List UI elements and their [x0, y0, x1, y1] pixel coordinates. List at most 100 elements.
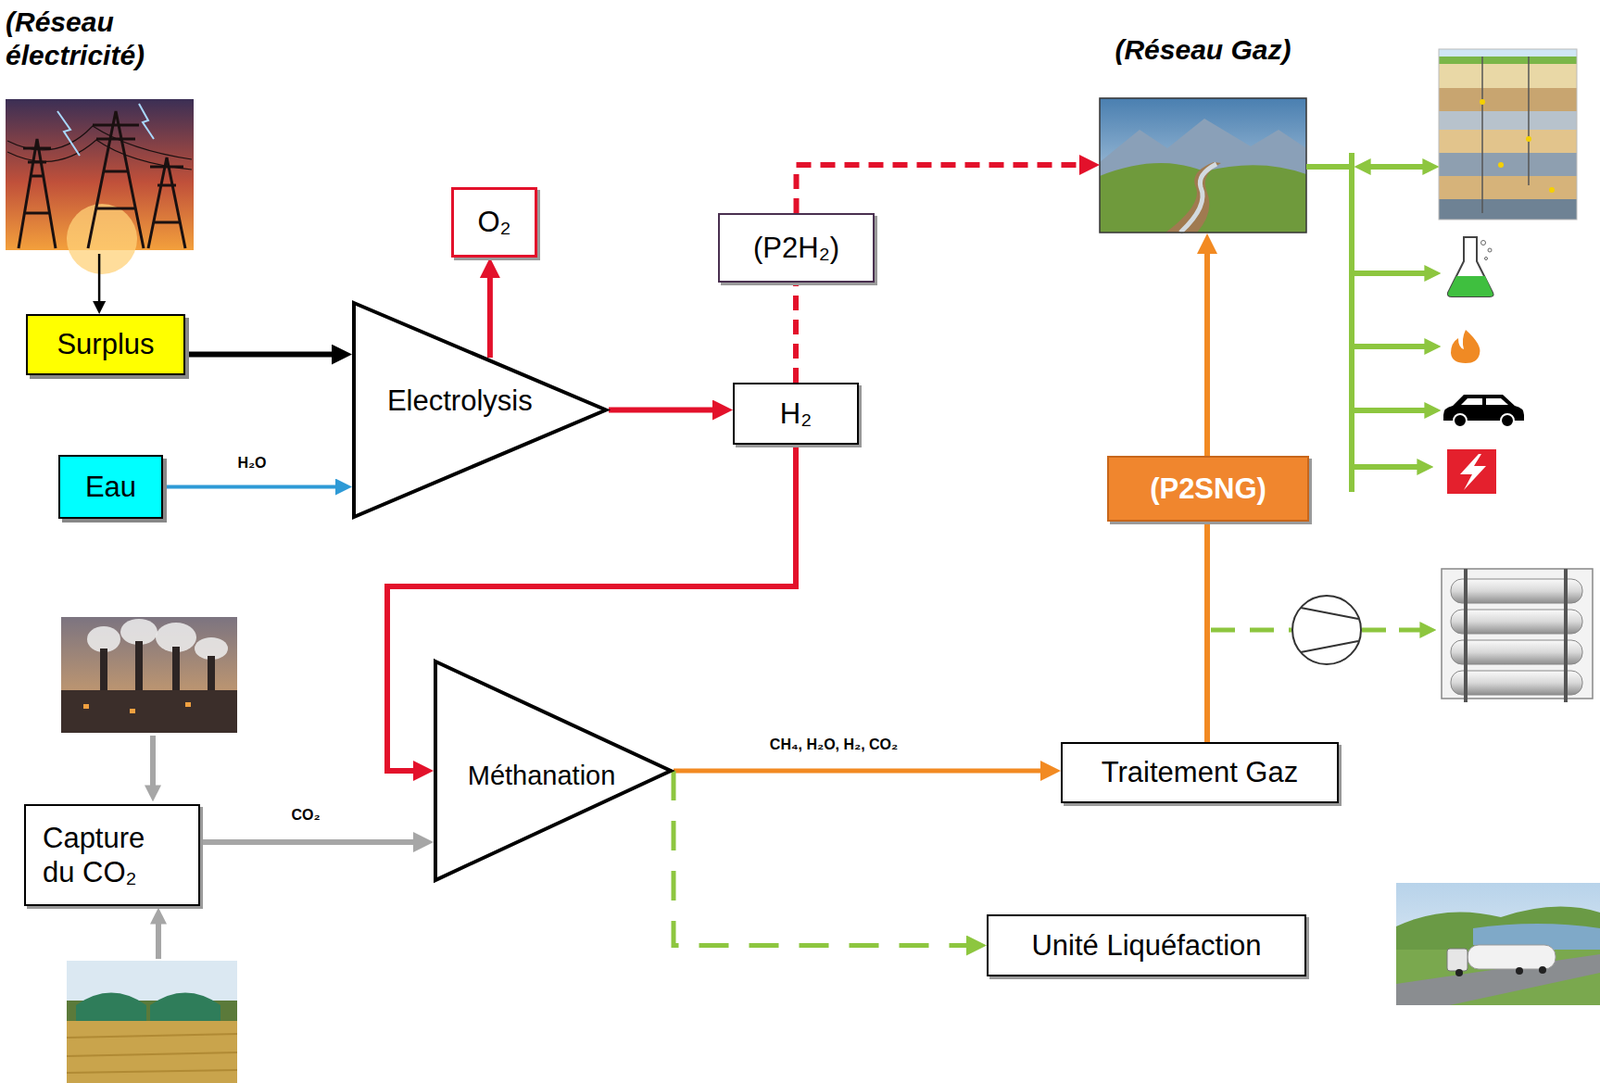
flow-connector	[1204, 521, 1210, 743]
node-label: H₂	[780, 396, 812, 431]
chemistry-flask-icon	[1487, 248, 1492, 252]
process-triangle: Méthanation	[433, 659, 674, 882]
underground-storage-figure	[1438, 176, 1577, 200]
distribution-lines	[1306, 152, 1428, 492]
distribution-lines	[1351, 407, 1428, 414]
co2-source-arrows	[155, 920, 162, 959]
underground-storage-figure	[1438, 129, 1577, 153]
node-label: (P2SNG)	[1149, 471, 1267, 506]
gas-cylinders-photo	[1441, 568, 1593, 703]
flame-icon	[1450, 329, 1480, 364]
node-label: Electrolysis	[387, 384, 533, 419]
tanker-truck-photo	[1467, 944, 1556, 970]
gas-cylinders-photo	[1450, 670, 1583, 695]
underground-storage-figure	[1438, 111, 1577, 130]
input-box: Surplus	[25, 314, 186, 376]
flow-connector	[487, 274, 493, 359]
car-icon	[1453, 414, 1467, 428]
gas-network-photo	[1099, 98, 1307, 233]
gas-network-photo	[1165, 162, 1222, 233]
electricity-icon	[1447, 449, 1497, 494]
underground-storage-figure	[1498, 162, 1504, 168]
chemistry-flask-icon	[1448, 237, 1494, 297]
underground-storage-figure	[1438, 199, 1577, 220]
factory-photo	[120, 618, 158, 645]
process-box: Unité Liquéfaction	[986, 914, 1307, 977]
car-icon	[1461, 398, 1483, 405]
tanker-truck-photo	[1396, 882, 1600, 1006]
network-heading: (Réseau électricité)	[5, 5, 196, 252]
node-label: Méthanation	[467, 758, 617, 792]
flow-label: CH₄, H₂O, H₂, CO₂	[768, 736, 900, 754]
underground-storage-figure	[1549, 187, 1555, 193]
chemistry-flask-icon	[1481, 240, 1487, 246]
compressor-branch	[1210, 628, 1292, 633]
underground-storage-figure	[1438, 49, 1577, 57]
node-label: Capture du CO₂	[42, 820, 173, 890]
flow-connector	[796, 164, 1084, 214]
car-icon	[1500, 414, 1514, 428]
flow-connector	[1204, 250, 1210, 456]
biogas-plant-photo	[75, 993, 147, 1024]
electricity-icon	[1447, 449, 1497, 494]
compressor-branch	[1361, 628, 1424, 633]
car-icon	[1486, 398, 1509, 405]
flow-connector	[185, 352, 336, 358]
flow-connector	[673, 770, 971, 946]
flow-label: CO₂	[289, 806, 322, 824]
underground-storage-figure	[1438, 56, 1577, 64]
underground-storage-figure	[1438, 49, 1577, 220]
tanker-truck-photo	[1515, 967, 1524, 975]
flame-icon	[1450, 329, 1480, 364]
factory-photo	[61, 617, 238, 733]
triangle-outline	[353, 302, 606, 517]
distribution-lines	[1351, 270, 1428, 277]
network-title: (Réseau électricité)	[5, 5, 196, 73]
flow-connector	[163, 485, 340, 490]
compressor-branch	[1210, 595, 1424, 665]
tanker-truck-photo	[1396, 882, 1600, 1006]
node-label: Traitement Gaz	[1101, 755, 1298, 790]
node-label: Unité Liquéfaction	[1031, 928, 1261, 963]
power-lines-photo	[88, 111, 144, 249]
factory-photo	[61, 690, 238, 733]
process-box: Traitement Gaz	[1060, 742, 1339, 804]
process-box: Capture du CO₂	[24, 804, 201, 907]
power-lines-photo	[5, 99, 194, 275]
car-icon	[1443, 394, 1525, 428]
power-lines-photo	[7, 125, 192, 170]
underground-storage-figure	[1479, 99, 1486, 105]
compressor-branch	[1292, 595, 1361, 665]
gas-network-photo	[1099, 98, 1307, 233]
power-lines-photo	[57, 111, 80, 156]
distribution-lines	[1306, 152, 1355, 492]
chemistry-flask-icon	[1448, 276, 1494, 297]
gas-network-photo	[1180, 163, 1217, 233]
power-lines-photo	[7, 139, 192, 170]
underground-storage-figure	[1525, 136, 1532, 142]
tanker-truck-photo	[1447, 948, 1468, 971]
underground-storage-figure	[1438, 63, 1577, 89]
network-heading: (Réseau Gaz)	[1099, 33, 1307, 234]
factory-photo	[87, 626, 121, 653]
node-label: Eau	[85, 469, 137, 504]
factory-photo	[129, 708, 136, 714]
gas-cylinders-photo	[1450, 579, 1583, 604]
chemistry-flask-icon	[1485, 257, 1488, 261]
power-lines-photo	[66, 203, 138, 275]
product-box: H₂	[732, 382, 859, 445]
factory-photo	[185, 702, 191, 707]
biogas-plant-photo	[66, 960, 238, 1083]
flow-connector	[793, 282, 799, 383]
network-title: (Réseau Gaz)	[1099, 33, 1307, 67]
node-label: (P2H₂)	[753, 230, 840, 265]
underground-storage-figure	[1438, 152, 1577, 177]
electricity-icon	[1460, 453, 1487, 491]
tanker-truck-photo	[1455, 969, 1463, 977]
node-label: O₂	[477, 204, 511, 240]
pathway-box: (P2SNG)	[1107, 455, 1310, 522]
gas-cylinders-photo	[1450, 609, 1583, 634]
flow-label: H₂O	[235, 454, 268, 472]
compressor-branch	[1300, 607, 1359, 653]
